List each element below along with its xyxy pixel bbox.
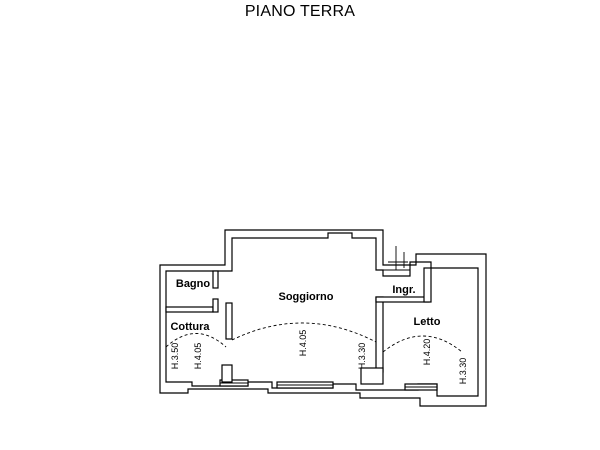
ceiling-arcs: [165, 322, 463, 353]
room-label-letto: Letto: [414, 316, 441, 328]
windows: [219, 379, 438, 391]
height-cottura-left: H.3.50: [170, 343, 180, 370]
plan-title: PIANO TERRA: [244, 3, 356, 20]
room-label-bagno: Bagno: [176, 278, 211, 290]
room-labels: Bagno Soggiorno Ingr. Cottura Letto: [170, 278, 440, 333]
height-soggiorno: H.4.05: [298, 330, 308, 357]
height-labels: H.3.50 H.4.05 H.4.05 H.3.30 H.4.20 H.3.3…: [170, 330, 468, 385]
height-letto-right: H.3.30: [458, 358, 468, 385]
room-label-ingresso: Ingr.: [392, 284, 415, 296]
height-ingresso: H.3.30: [357, 343, 367, 370]
room-label-cottura: Cottura: [170, 321, 210, 333]
room-label-soggiorno: Soggiorno: [279, 291, 334, 303]
outer-walls: [159, 229, 487, 407]
height-cottura-right: H.4.05: [193, 343, 203, 370]
height-letto: H.4.20: [422, 339, 432, 366]
interior-walls: [165, 246, 432, 385]
